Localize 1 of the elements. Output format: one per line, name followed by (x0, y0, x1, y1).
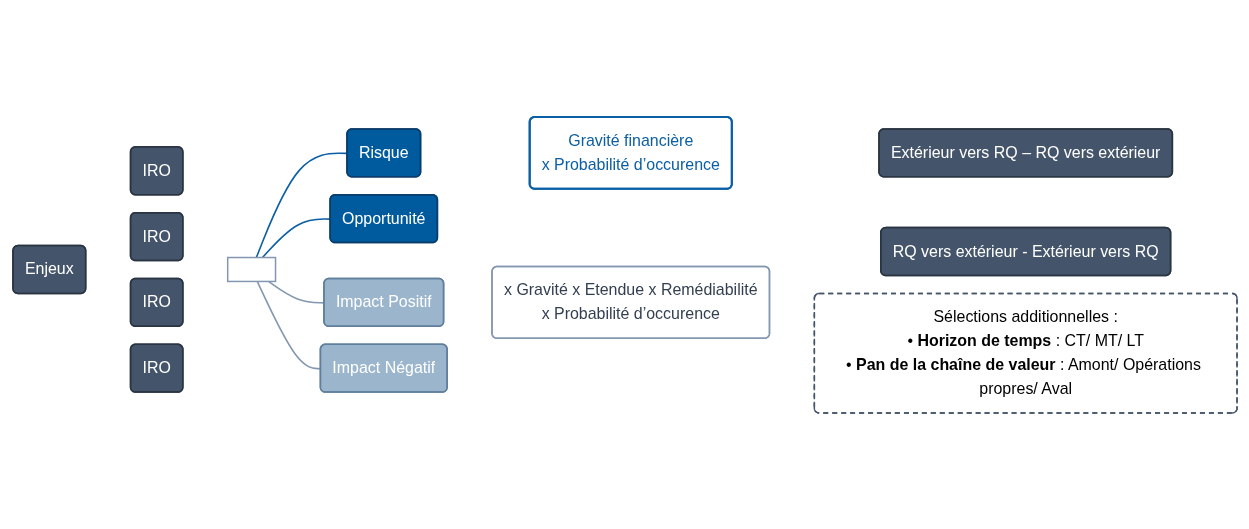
node-bracket (226, 256, 276, 282)
